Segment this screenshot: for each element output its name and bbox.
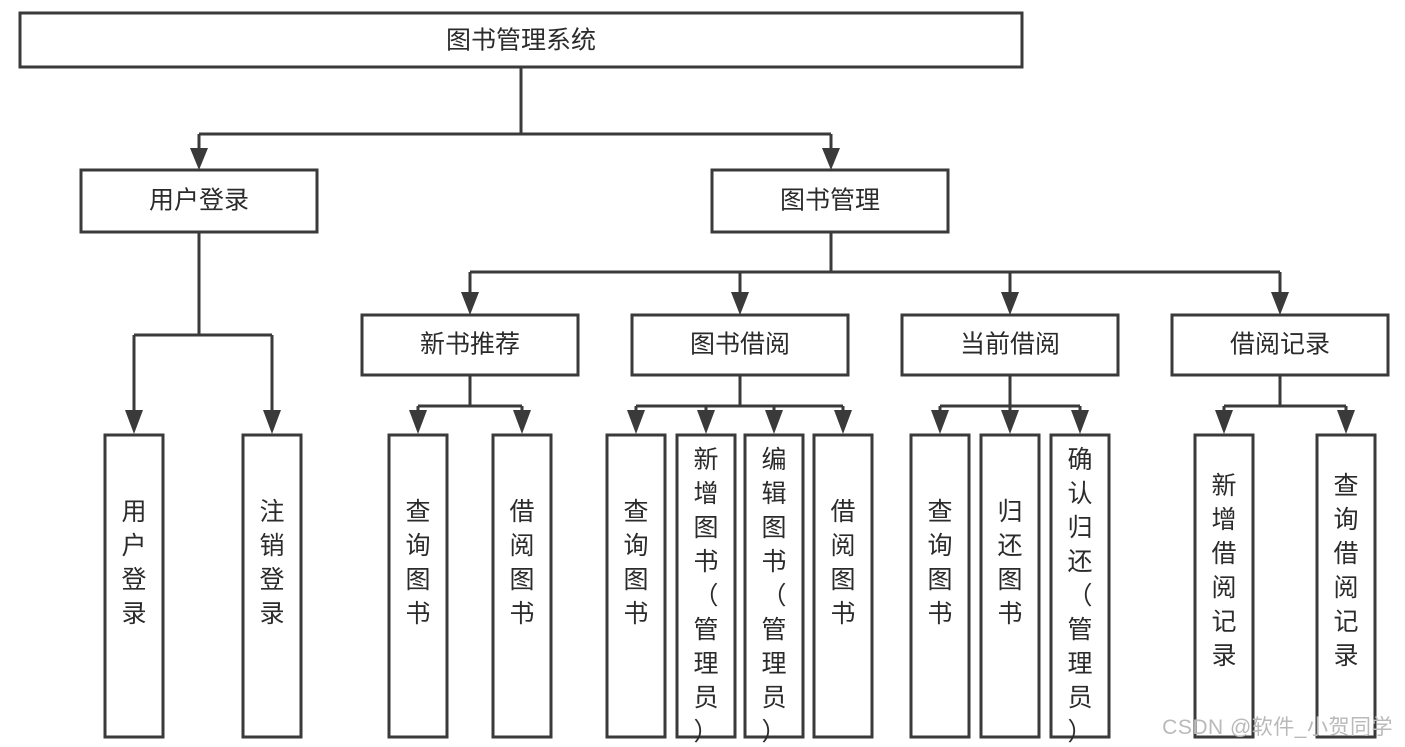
leaf-bookborrow-add-book[interactable]: 新增图书（管理员） bbox=[675, 433, 737, 746]
leaf-borrowrecord-add-record[interactable]: 新增借阅记录 bbox=[1193, 433, 1255, 739]
node-new-book-recommend-label: 新书推荐 bbox=[420, 331, 520, 359]
arrow-head-icon bbox=[1271, 292, 1289, 315]
connector-newbook-to-leaves bbox=[409, 375, 531, 434]
node-borrow-record-label: 借阅记录 bbox=[1230, 331, 1330, 359]
leaf-newbook-borrow-book[interactable]: 借阅图书 bbox=[491, 433, 553, 739]
leaf-borrowrecord-query-record-label: 查询借阅记录 bbox=[1333, 472, 1358, 670]
connector-borrowrecord-to-leaves bbox=[1215, 375, 1355, 434]
leaf-user-login-signout-label: 注销登录 bbox=[259, 498, 284, 628]
arrow-head-icon bbox=[1215, 410, 1233, 434]
connector-bookmgmt-to-level3 bbox=[461, 232, 1289, 315]
leaf-bookborrow-query-book[interactable]: 查询图书 bbox=[605, 433, 667, 739]
leaf-bookborrow-edit-book-label: 编辑图书（管理员） bbox=[761, 446, 786, 746]
arrow-head-icon bbox=[263, 410, 281, 434]
leaf-user-login-signout[interactable]: 注销登录 bbox=[241, 433, 303, 739]
leaf-bookborrow-query-book-label: 查询图书 bbox=[623, 498, 648, 628]
connector-bookborrow-to-leaves bbox=[627, 375, 852, 434]
arrow-head-icon bbox=[1071, 410, 1089, 434]
arrow-head-icon bbox=[461, 292, 479, 315]
node-current-borrow-label: 当前借阅 bbox=[960, 331, 1060, 359]
node-new-book-recommend[interactable]: 新书推荐 bbox=[360, 313, 580, 377]
arrow-head-icon bbox=[765, 410, 783, 434]
connector-userlogin-to-leaves bbox=[125, 232, 281, 434]
leaf-user-login-signin[interactable]: 用户登录 bbox=[103, 433, 165, 739]
leaf-bookborrow-borrow-book-label: 借阅图书 bbox=[830, 498, 855, 628]
node-book-management-label: 图书管理 bbox=[780, 187, 880, 215]
node-book-borrow-label: 图书借阅 bbox=[690, 331, 790, 359]
leaf-borrowrecord-query-record[interactable]: 查询借阅记录 bbox=[1315, 433, 1377, 739]
node-book-management[interactable]: 图书管理 bbox=[710, 168, 950, 234]
arrow-head-icon bbox=[627, 410, 645, 434]
leaf-borrowrecord-add-record-label: 新增借阅记录 bbox=[1211, 472, 1236, 670]
leaf-user-login-signin-label: 用户登录 bbox=[121, 498, 146, 628]
node-borrow-record[interactable]: 借阅记录 bbox=[1170, 313, 1390, 377]
arrow-head-icon bbox=[1001, 410, 1019, 434]
arrow-head-icon bbox=[409, 410, 427, 434]
leaf-currentborrow-confirm-return[interactable]: 确认归还（管理员） bbox=[1049, 433, 1111, 746]
arrow-head-icon bbox=[834, 410, 852, 434]
leaf-newbook-borrow-book-label: 借阅图书 bbox=[509, 498, 534, 628]
leaf-currentborrow-return-book-label: 归还图书 bbox=[997, 498, 1022, 628]
leaf-currentborrow-query-book[interactable]: 查询图书 bbox=[909, 433, 971, 739]
arrow-head-icon bbox=[1337, 410, 1355, 434]
arrow-head-icon bbox=[190, 148, 208, 170]
connector-root-to-level2 bbox=[190, 67, 840, 170]
leaf-newbook-query-book-label: 查询图书 bbox=[405, 498, 430, 628]
leaf-bookborrow-edit-book[interactable]: 编辑图书（管理员） bbox=[743, 433, 805, 746]
node-root-system-label: 图书管理系统 bbox=[446, 27, 596, 55]
arrow-head-icon bbox=[931, 410, 949, 434]
leaf-bookborrow-add-book-label: 新增图书（管理员） bbox=[693, 446, 718, 746]
node-user-login-label: 用户登录 bbox=[149, 187, 249, 215]
leaf-currentborrow-confirm-return-label: 确认归还（管理员） bbox=[1067, 446, 1092, 746]
arrow-head-icon bbox=[731, 292, 749, 315]
arrow-head-icon bbox=[697, 410, 715, 434]
arrow-head-icon bbox=[822, 148, 840, 170]
leaf-bookborrow-borrow-book[interactable]: 借阅图书 bbox=[812, 433, 874, 739]
node-root-system[interactable]: 图书管理系统 bbox=[18, 11, 1024, 69]
node-user-login[interactable]: 用户登录 bbox=[79, 168, 319, 234]
arrow-head-icon bbox=[513, 410, 531, 434]
node-current-borrow[interactable]: 当前借阅 bbox=[900, 313, 1120, 377]
leaf-newbook-query-book[interactable]: 查询图书 bbox=[387, 433, 449, 739]
connector-currentborrow-to-leaves bbox=[931, 375, 1089, 434]
leaf-currentborrow-return-book[interactable]: 归还图书 bbox=[979, 433, 1041, 739]
node-book-borrow[interactable]: 图书借阅 bbox=[630, 313, 850, 377]
arrow-head-icon bbox=[1001, 292, 1019, 315]
leaf-currentborrow-query-book-label: 查询图书 bbox=[927, 498, 952, 628]
arrow-head-icon bbox=[125, 410, 143, 434]
